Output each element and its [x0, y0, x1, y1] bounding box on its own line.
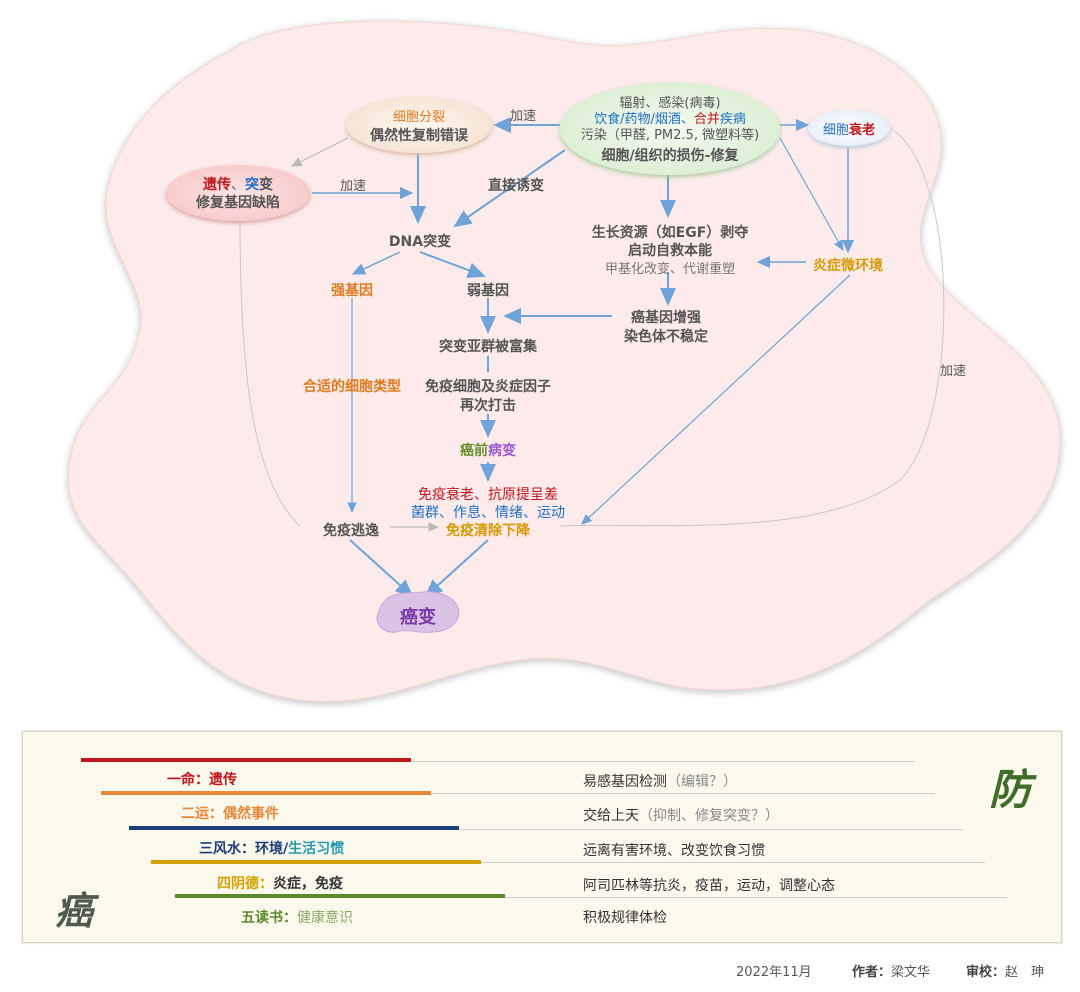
- growth-line2: 启动自救本能: [628, 243, 712, 259]
- guide-line: [431, 793, 935, 794]
- oncogene-line1: 癌基因增强: [631, 310, 701, 326]
- precancer-part2: 病变: [488, 443, 516, 459]
- second-hit-line1: 免疫细胞及炎症因子: [425, 379, 551, 395]
- cell-division-line2: 偶然性复制错误: [370, 128, 468, 144]
- heredity-sep: 、: [231, 177, 245, 193]
- damage-line4: 细胞/组织的损伤-修复: [601, 148, 739, 164]
- damage-line2-b: 合并: [693, 112, 720, 127]
- footer-reviewer: 审校：赵 珅: [966, 965, 1045, 980]
- guide-line: [411, 761, 915, 762]
- row-bar-4: [151, 860, 481, 864]
- immune-decline-line2: 菌群、作息、情绪、运动: [411, 505, 565, 521]
- damage-line2-c: 疾病: [719, 112, 746, 127]
- prevention-panel: 一命：遗传 二运：偶然事件 三风水：环境/生活习惯 四阴德：炎症，免疫 五读书：…: [22, 731, 1062, 943]
- aging-part1: 细胞: [822, 123, 849, 138]
- edge-label-speed-1: 加速: [510, 109, 537, 124]
- suitable-cell: 合适的细胞类型: [303, 379, 401, 395]
- damage-line2: 饮食/药物/烟酒、合并疾病: [594, 108, 746, 127]
- row-text-1: 易感基因检测（编辑？）: [583, 774, 737, 790]
- strong-gene: 强基因: [331, 283, 373, 299]
- immune-decline-line1: 免疫衰老、抗原提呈差: [418, 487, 558, 503]
- heredity-oval: [166, 165, 310, 221]
- heredity-part2: 突: [245, 177, 259, 193]
- heredity-line2: 修复基因缺陷: [196, 195, 280, 211]
- prevention-char: 防: [989, 765, 1032, 814]
- damage-line1: 辐射、感染(病毒): [619, 96, 721, 111]
- cancer: 癌变: [400, 607, 436, 628]
- guide-line: [459, 829, 963, 830]
- aging-oval: [808, 110, 890, 146]
- cell-division-line1: 细胞分裂: [392, 110, 446, 125]
- heredity-line1: 遗传、突变: [203, 174, 273, 194]
- row-text-4: 阿司匹林等抗炎，疫苗，运动，调整心态: [583, 878, 835, 894]
- aging-label: 细胞衰老: [823, 119, 875, 138]
- row-bar-2: [101, 791, 431, 795]
- subgroup: 突变亚群被富集: [439, 339, 537, 355]
- row-title-4: 四阴德：炎症，免疫: [217, 876, 343, 892]
- precancer: 癌前病变: [460, 440, 516, 460]
- diagram-arrows: [239, 117, 945, 598]
- row-text-5: 积极规律体检: [583, 910, 667, 926]
- weak-gene: 弱基因: [467, 283, 509, 299]
- growth-line3: 甲基化改变、代谢重塑: [604, 262, 736, 277]
- cancer-char: 癌: [55, 888, 94, 933]
- guide-line: [481, 862, 985, 863]
- heredity-part1: 遗传: [203, 177, 231, 193]
- direct-induce: 直接诱变: [488, 178, 544, 194]
- edge-label-speed-3: 加速: [940, 364, 967, 379]
- diagram-background-blob: [68, 20, 1061, 703]
- inflammation-env: 炎症微环境: [813, 258, 883, 274]
- immune-decline-line3: 免疫清除下降: [446, 523, 530, 539]
- row-text-3: 远离有害环境、改变饮食习惯: [583, 843, 765, 859]
- row-title-3: 三风水：环境/生活习惯: [199, 841, 345, 857]
- footer-author: 作者：梁文华: [852, 965, 931, 980]
- damage-line2-a: 饮食/药物/烟酒、: [594, 112, 694, 127]
- row-title-2: 二运：偶然事件: [181, 806, 279, 822]
- row-bar-5: [175, 894, 505, 898]
- edge-label-speed-2: 加速: [340, 179, 367, 194]
- growth-line1: 生长资源（如EGF）剥夺: [591, 225, 749, 241]
- second-hit-line2: 再次打击: [460, 398, 516, 414]
- dna-mutation: DNA突变: [388, 234, 452, 250]
- row-title-5: 五读书：健康意识: [241, 910, 353, 926]
- immune-escape: 免疫逃逸: [323, 523, 379, 539]
- damage-line3: 污染（甲醛, PM2.5, 微塑料等): [580, 128, 760, 143]
- heredity-part3: 变: [259, 177, 273, 193]
- row-bar-1: [81, 758, 411, 762]
- damage-oval: [560, 83, 780, 175]
- cell-division-oval: [346, 97, 492, 153]
- aging-part2: 衰老: [849, 123, 876, 138]
- cancer-blob-shape: [376, 591, 460, 633]
- row-text-2: 交给上天（抑制、修复突变？）: [583, 808, 779, 824]
- row-title-1: 一命：遗传: [167, 772, 237, 788]
- precancer-part1: 癌前: [460, 443, 488, 459]
- row-bar-3: [129, 826, 459, 830]
- oncogene-line2: 染色体不稳定: [624, 329, 708, 345]
- footer-date: 2022年11月: [736, 965, 812, 980]
- guide-line: [503, 897, 1007, 898]
